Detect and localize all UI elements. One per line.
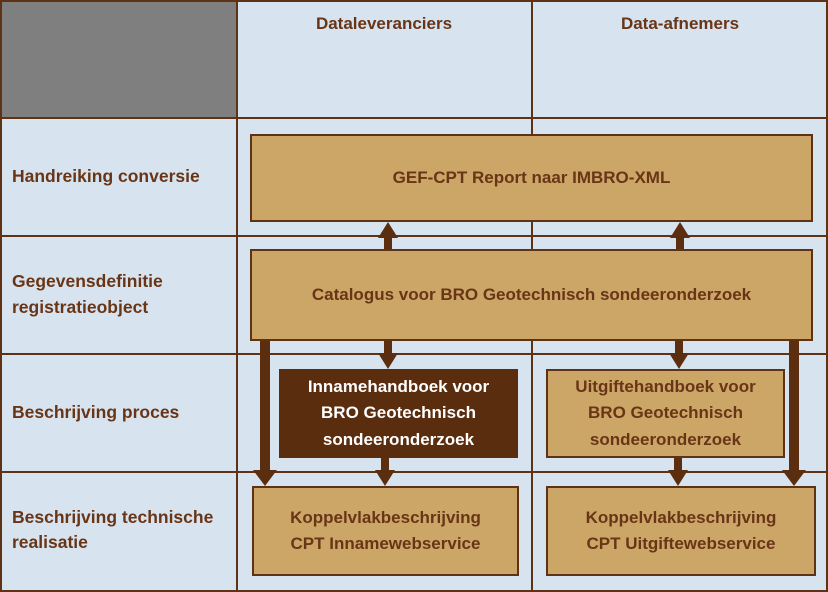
arrow-up-catalogus-to-gef-left-stem	[384, 235, 392, 249]
arrow-down-catalogus-to-koppelvlak-uitgifte-stem	[789, 341, 799, 472]
arrow-down-catalogus-to-koppelvlak-inname-stem	[260, 341, 270, 472]
corner-cell-gray	[0, 0, 237, 118]
grid-line-row-2	[0, 235, 828, 237]
arrow-down-catalogus-to-uitgiftehandboek-icon	[669, 353, 689, 369]
grid-line-row-4	[0, 471, 828, 473]
grid-line-vertical-labels	[236, 0, 238, 592]
grid-line-row-1	[0, 117, 828, 119]
arrow-down-catalogus-to-innamehandboek-stem	[384, 341, 392, 356]
arrow-down-innamehandboek-to-koppelvlak-stem	[381, 458, 389, 472]
arrow-down-uitgiftehandboek-to-koppelvlak-icon	[668, 470, 688, 486]
arrow-down-innamehandboek-to-koppelvlak-icon	[375, 470, 395, 486]
box-uitgiftehandboek: Uitgiftehandboek voor BRO Geotechnisch s…	[546, 369, 785, 458]
arrow-down-catalogus-to-koppelvlak-inname-icon	[253, 470, 277, 486]
row-label-gegevensdefinitie-registratieobject: Gegevensdefinitie registratieobject	[12, 271, 163, 317]
row-label-handreiking-conversie: Handreiking conversie	[12, 165, 200, 186]
arrow-down-catalogus-to-koppelvlak-uitgifte-icon	[782, 470, 806, 486]
row-label-beschrijving-technische-realisatie: Beschrijving technische realisatie	[12, 506, 214, 552]
grid-line-row-3	[0, 353, 828, 355]
box-catalogus-bro-geotechnisch-sondeeronderzoek: Catalogus voor BRO Geotechnisch sondeero…	[250, 249, 813, 341]
row-label-beschrijving-proces: Beschrijving proces	[12, 401, 180, 422]
arrow-down-uitgiftehandboek-to-koppelvlak-stem	[674, 458, 682, 472]
box-koppelvlakbeschrijving-cpt-innamewebservice: Koppelvlakbeschrijving CPT Innamewebserv…	[252, 486, 519, 576]
arrow-up-catalogus-to-gef-right-icon	[670, 222, 690, 238]
box-koppelvlakbeschrijving-cpt-uitgiftewebservice: Koppelvlakbeschrijving CPT Uitgiftewebse…	[546, 486, 816, 576]
arrow-down-catalogus-to-innamehandboek-icon	[378, 353, 398, 369]
box-gef-cpt-report-naar-imbro-xml: GEF-CPT Report naar IMBRO-XML	[250, 134, 813, 222]
arrow-up-catalogus-to-gef-left-icon	[378, 222, 398, 238]
column-header-dataleveranciers: Dataleveranciers	[315, 14, 453, 33]
column-header-data-afnemers: Data-afnemers	[620, 14, 740, 33]
arrow-up-catalogus-to-gef-right-stem	[676, 235, 684, 249]
arrow-down-catalogus-to-uitgiftehandboek-stem	[675, 341, 683, 356]
box-innamehandboek: Innamehandboek voor BRO Geotechnisch son…	[279, 369, 518, 458]
